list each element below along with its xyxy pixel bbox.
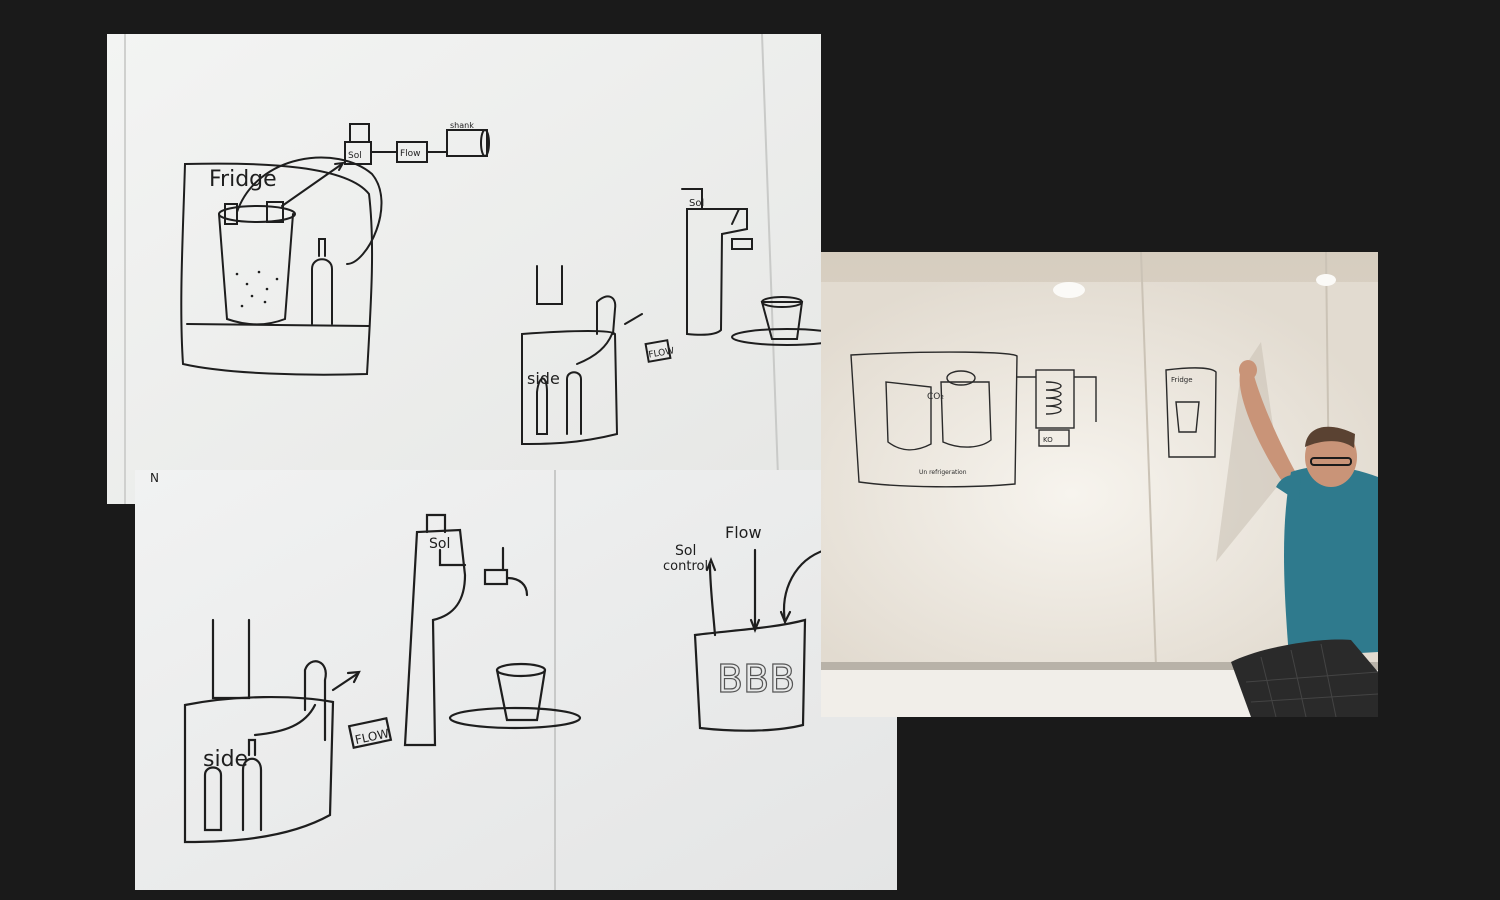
label-fridge: Fridge (209, 167, 277, 192)
label-sol-tap: Sol (689, 198, 704, 209)
label-co2: CO₂ (927, 392, 944, 402)
label-bbb: BBB (717, 657, 795, 701)
label-flow-box: FLOW (648, 346, 675, 360)
photo-whiteboard-fridge-sketch: Fridge Sol Flow shank Sol FLOW side (107, 34, 821, 504)
tap-sketch-drawing: N (135, 470, 897, 890)
label-shank: shank (450, 121, 474, 130)
label-caption: Un refrigeration (919, 469, 967, 476)
label-sol-control-1: Sol (675, 543, 696, 559)
photo-whiteboard-tap-sketch: N (135, 470, 897, 890)
label-sol: Sol (348, 151, 362, 161)
photo-presenter-room: CO₂ Un refrigeration Fridge KO (821, 252, 1378, 717)
presenter-person (1239, 360, 1378, 657)
label-side: side (203, 747, 248, 772)
label-ko: KO (1043, 436, 1053, 444)
label-sol-control-2: control (663, 559, 708, 574)
label-flow-arrow: Flow (725, 523, 762, 542)
fridge-sketch-drawing: Fridge Sol Flow shank Sol FLOW side (107, 34, 821, 504)
label-flow-small: Flow (400, 149, 421, 159)
label-side: side (527, 369, 560, 388)
presenter-scene: CO₂ Un refrigeration Fridge KO (821, 252, 1378, 717)
label-sol-tap: Sol (429, 536, 450, 552)
edge-mark: N (150, 471, 159, 485)
label-fridge-small: Fridge (1171, 376, 1193, 384)
